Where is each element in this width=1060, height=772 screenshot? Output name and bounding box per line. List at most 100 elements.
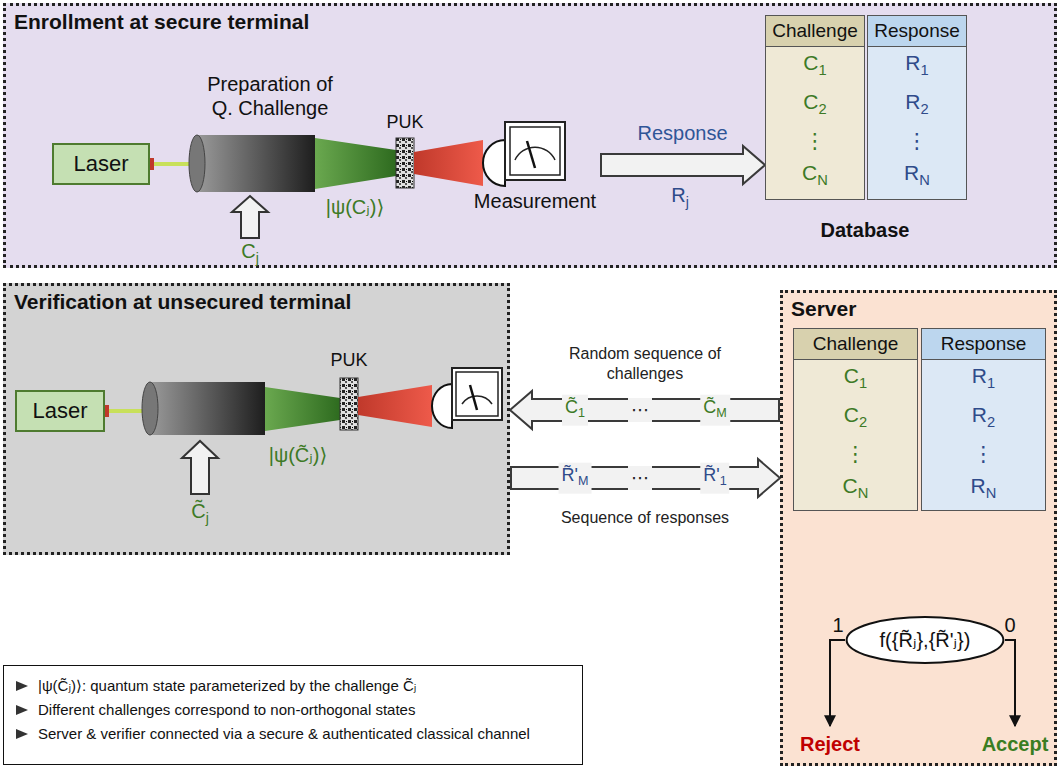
table-cell: RN (868, 157, 966, 196)
table-cell: CN (794, 470, 917, 509)
symbol-label: ⋯ (628, 398, 652, 422)
arrow-head (510, 391, 532, 429)
database-column: ResponseR1R2⋮RN (867, 15, 967, 200)
challenge-input-arrow (232, 196, 268, 238)
symbol: R (972, 403, 987, 426)
state-preparation: Preparation of Q. Challenge (195, 72, 345, 195)
table-header: Challenge (794, 329, 917, 360)
subscript: 1 (578, 406, 585, 420)
symbol: C (802, 161, 817, 184)
arrow-body (602, 155, 743, 175)
table-cell: CN (766, 157, 864, 196)
panel-title: Server (783, 293, 1054, 325)
table-cell: R2 (868, 86, 966, 125)
server-panel: ServerChallengeC1C2⋮CNResponseR1R2⋮RNf({… (780, 290, 1057, 766)
node-label: PUK (322, 350, 376, 371)
symbol: R (971, 474, 986, 497)
database-column: ResponseR1R2⋮RN (921, 328, 1046, 511)
node-label: Preparation of Q. Challenge (195, 72, 345, 120)
subscript: M (578, 474, 589, 488)
symbol: R (972, 364, 987, 387)
challenge-beam (315, 138, 396, 189)
note-line: Different challenges correspond to non-o… (38, 698, 572, 722)
table-cell: ⋮ (794, 438, 917, 470)
detector (432, 384, 452, 428)
preparation-cylinder (197, 135, 315, 192)
panel-fill (3, 283, 510, 555)
symbol-label: C̃j (191, 499, 209, 530)
subscript: 1 (987, 375, 995, 391)
arrow-body (755, 468, 760, 488)
meter-scale (462, 396, 492, 404)
symbol: C (843, 474, 858, 497)
edge-label: Response (618, 123, 748, 143)
reject-line (830, 640, 845, 726)
meter-case (452, 368, 502, 420)
node-label: Laser (32, 398, 87, 424)
symbol-label: Database (821, 218, 910, 242)
symbol: C̃ (565, 397, 578, 417)
symbol-label: Accept (982, 732, 1049, 756)
response-beam (358, 385, 432, 427)
symbol-label: Reject (800, 732, 860, 756)
node-label: Measurement (474, 190, 596, 213)
meter-needle (470, 385, 477, 410)
table-header: Response (868, 16, 966, 47)
symbol-label: |ψ(Cⱼ)⟩ (326, 195, 385, 219)
arrow-outline (600, 153, 743, 177)
edge-label: Sequence of responses (550, 508, 740, 528)
subscript: j (206, 510, 209, 526)
table-header: Challenge (766, 16, 864, 47)
symbol-label: |ψ(C̃ⱼ)⟩ (269, 443, 328, 467)
arrow-body (530, 400, 535, 420)
block-arrow (510, 459, 780, 497)
note-line: |ψ(C̃ⱼ)⟩: quantum state parameterized by… (38, 674, 572, 698)
cylinder-cap (189, 135, 205, 192)
table-cell: C2 (794, 399, 917, 438)
arrow-body (740, 155, 745, 175)
block-arrow (510, 391, 780, 429)
table-cell: R1 (922, 360, 1045, 399)
symbol: R (905, 51, 920, 74)
cylinder-cap (142, 382, 158, 435)
panel-fill (780, 290, 1057, 766)
ellipse-outline (847, 617, 1004, 663)
subscript: N (858, 486, 869, 502)
symbol-label: 0 (1004, 613, 1015, 637)
symbol-label: C̃1 (562, 395, 588, 426)
panel-title: Verification at unsecured terminal (6, 286, 507, 318)
subscript: j (256, 250, 259, 266)
puk-token: PUK (378, 112, 432, 190)
table-cell: C1 (766, 47, 864, 86)
edge-label: Random sequence of challenges (560, 344, 730, 384)
challenge-beam (265, 387, 340, 431)
challenge-input-arrow (182, 441, 218, 494)
subscript: 2 (819, 101, 827, 117)
table-cell: C1 (794, 360, 917, 399)
symbol: C̃ (191, 500, 205, 522)
symbol: C (844, 403, 859, 426)
subscript: N (986, 486, 997, 502)
preparation-cylinder (150, 382, 265, 435)
table-cell: R1 (868, 47, 966, 86)
measurement-detector: Measurement (470, 118, 600, 215)
database-column: ChallengeC1C2⋮CN (793, 328, 918, 511)
symbol-label: C̃M (700, 395, 730, 426)
subscript: 2 (859, 414, 867, 430)
symbol: R̃' (703, 465, 719, 485)
panel-fill (3, 3, 1057, 268)
symbol: R (904, 161, 919, 184)
meter-face (510, 127, 560, 175)
symbol: C (803, 90, 818, 113)
symbol: R̃' (562, 465, 578, 485)
symbol: R (671, 184, 685, 206)
meter-scale (515, 147, 555, 160)
symbol-label: R̃'M (559, 463, 592, 494)
notes-box: |ψ(C̃ⱼ)⟩: quantum state parameterized by… (3, 665, 583, 765)
database-column: ChallengeC1C2⋮CN (765, 15, 865, 200)
symbol-label: Cj (241, 239, 259, 270)
arrow-head (758, 459, 780, 497)
puk-token: PUK (322, 350, 376, 432)
accept-line (1005, 640, 1015, 726)
